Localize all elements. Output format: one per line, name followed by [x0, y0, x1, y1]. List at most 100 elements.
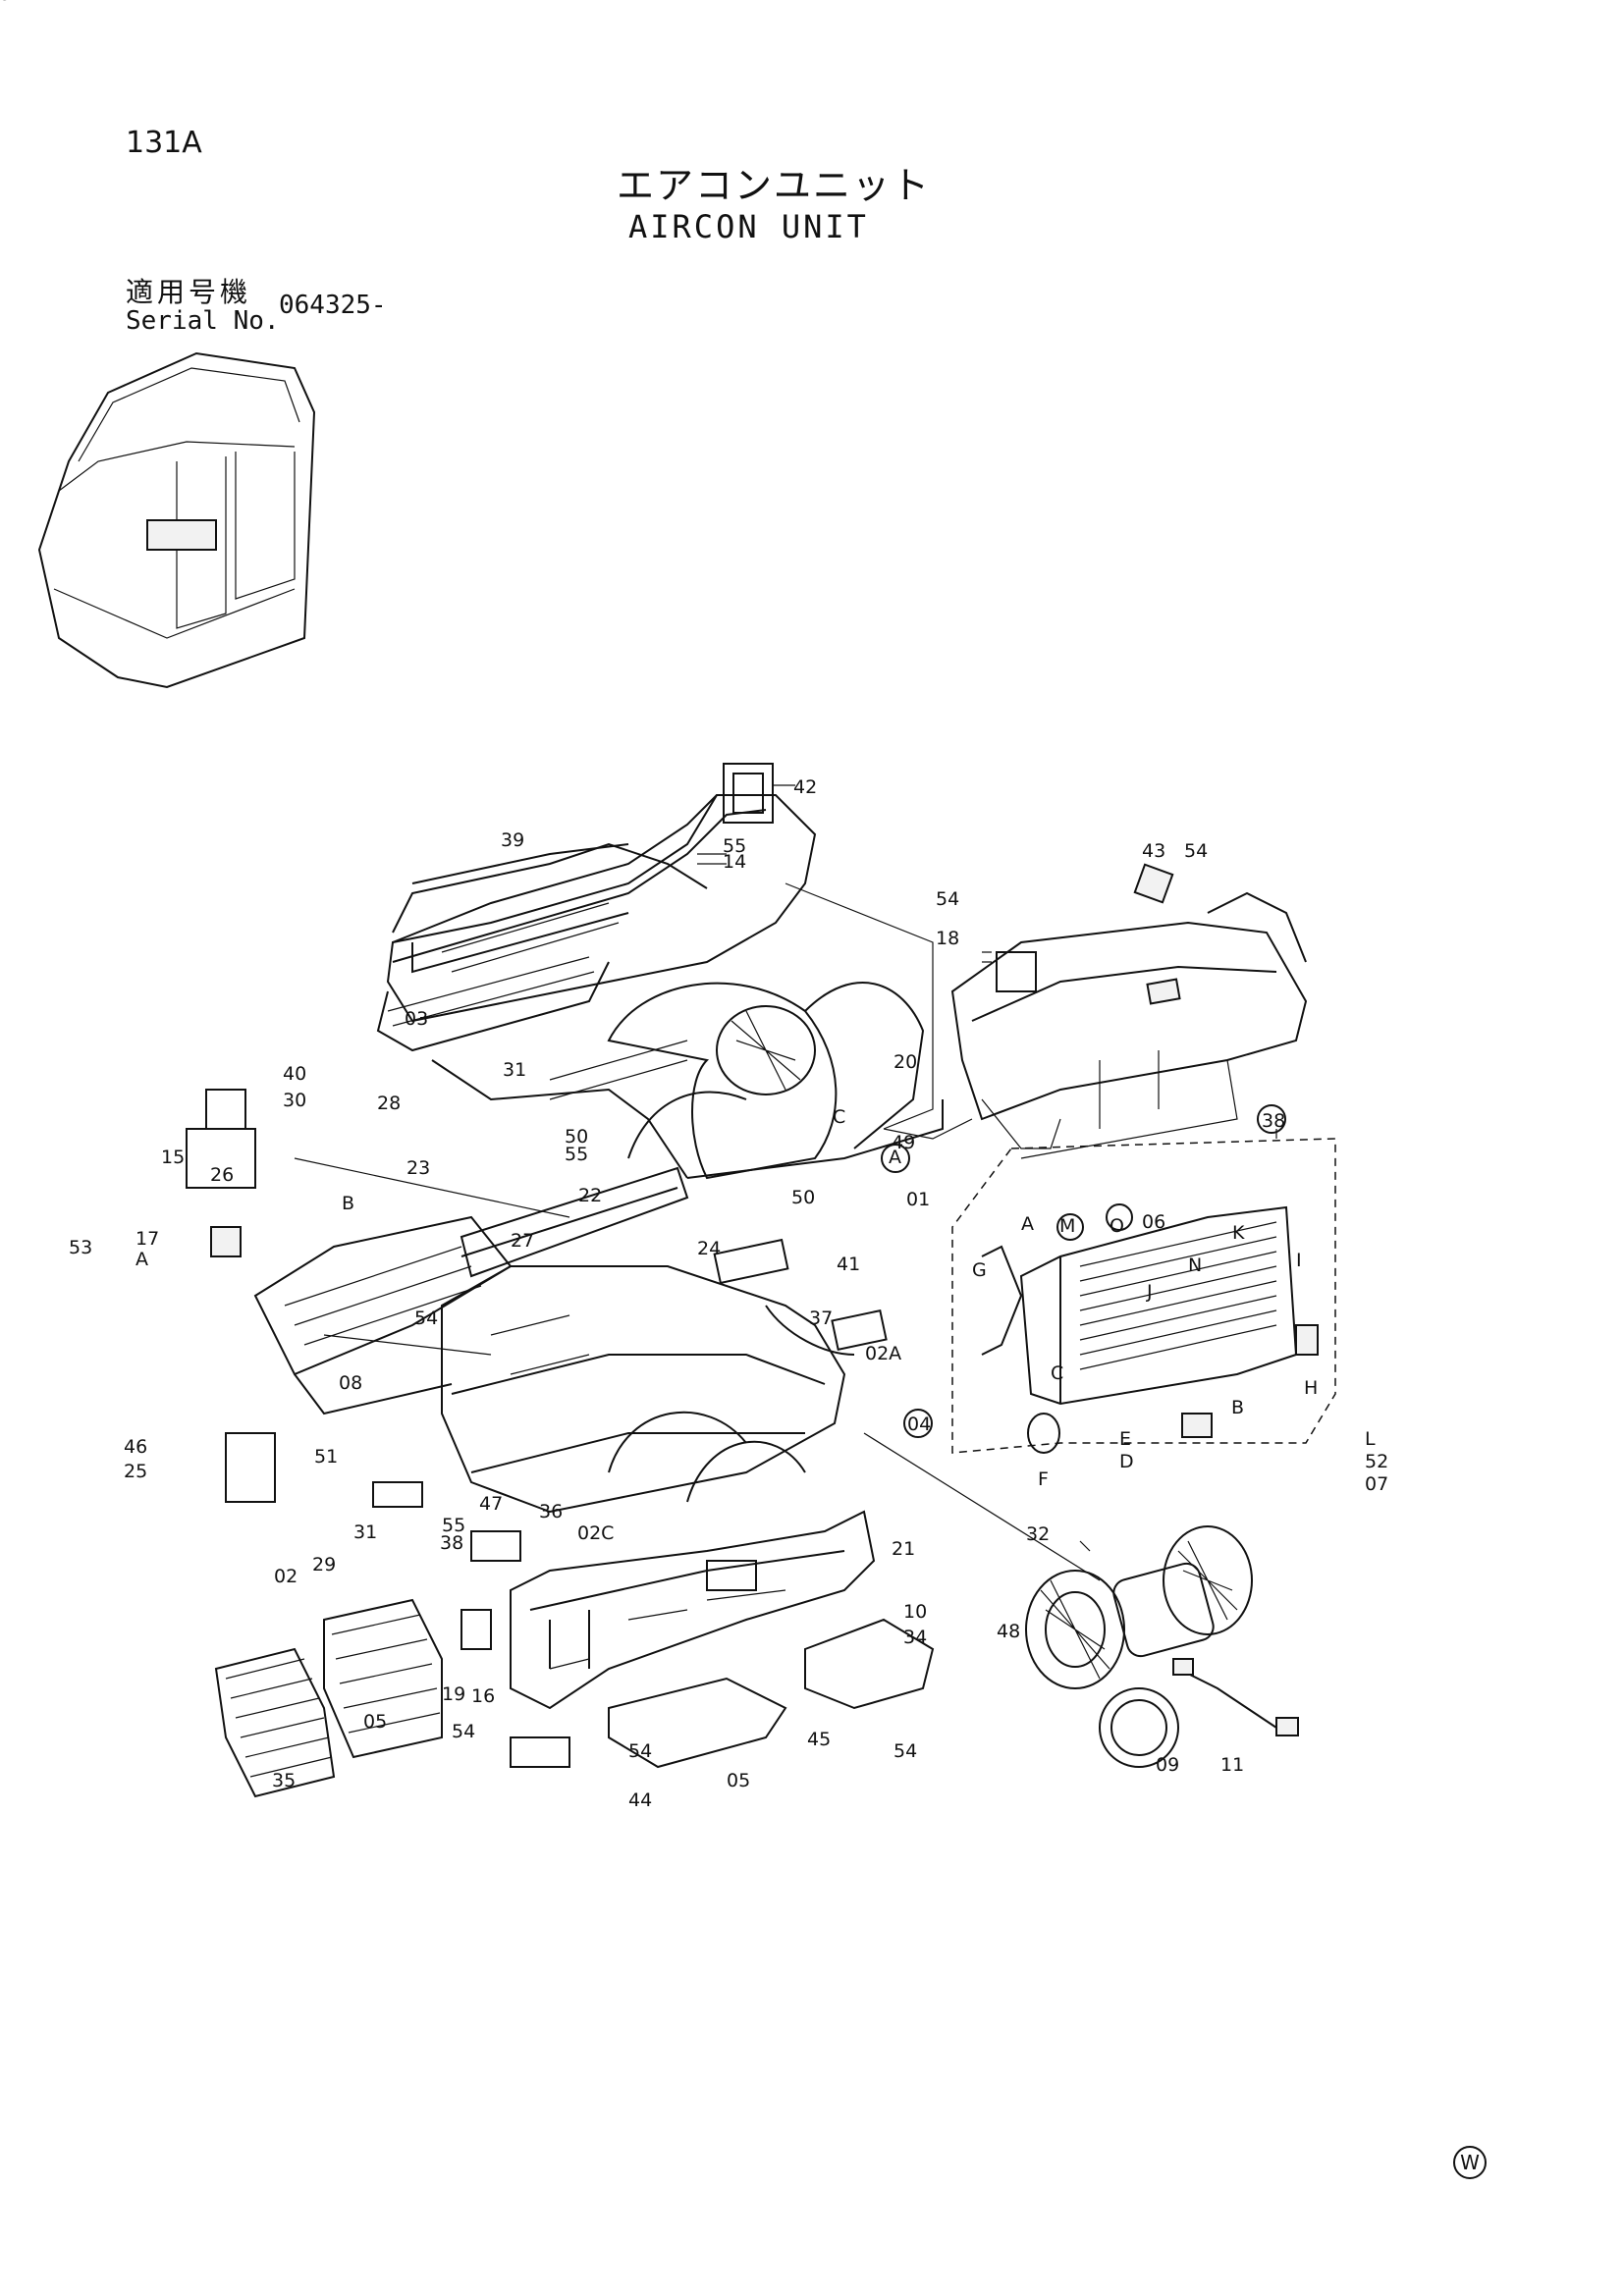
callout-02c-64: 02C — [577, 1522, 614, 1544]
small-parts — [186, 763, 1174, 1768]
callout-21-65: 21 — [892, 1538, 915, 1560]
callout-31-17: 31 — [503, 1059, 526, 1081]
callout-50-29: 50 — [791, 1187, 815, 1208]
callout-25-56: 25 — [124, 1461, 147, 1482]
callout-41-32: 41 — [837, 1254, 860, 1275]
callout-09-72: 09 — [1156, 1754, 1179, 1776]
corner-w-mark: W — [1453, 2146, 1487, 2179]
callout-03-13: 03 — [405, 1008, 428, 1030]
callout-43-4: 43 — [1142, 840, 1165, 862]
callout-52-52: 52 — [1365, 1451, 1388, 1472]
leader-lines — [294, 784, 1277, 1581]
blower-motor — [1025, 1525, 1253, 1768]
callout-36-63: 36 — [539, 1501, 563, 1522]
title-japanese: エアコンユニット — [617, 164, 932, 207]
harness-16 — [1172, 1658, 1299, 1736]
callout-16-74: 16 — [471, 1685, 495, 1707]
callout-34-70: 34 — [903, 1627, 927, 1648]
callout-a-11: A — [889, 1147, 901, 1168]
callout-38-35: 38 — [1262, 1110, 1285, 1132]
callout-35-78: 35 — [272, 1770, 296, 1791]
bottom-housing — [510, 1510, 876, 1710]
panel-27 — [460, 1166, 689, 1278]
bottom-plate — [608, 1618, 935, 1769]
callout-55-1: 55 — [723, 835, 746, 857]
callout-06-36: 06 — [1142, 1211, 1165, 1233]
callout-24-31: 24 — [697, 1238, 721, 1259]
callout-39-3: 39 — [501, 829, 524, 851]
callout-10-69: 10 — [903, 1601, 927, 1623]
callout-18-7: 18 — [936, 928, 959, 949]
callout-55-61: 55 — [442, 1515, 465, 1536]
callout-17-24: 17 — [135, 1228, 159, 1250]
callout-45-81: 45 — [807, 1729, 831, 1750]
callout-26-21: 26 — [210, 1164, 234, 1186]
callout-23-20: 23 — [406, 1157, 430, 1179]
callout-29-58: 29 — [312, 1554, 336, 1575]
callout-n-43: N — [1188, 1255, 1202, 1276]
callout-08-54: 08 — [339, 1372, 362, 1394]
callout-d-49: D — [1119, 1451, 1134, 1472]
callout-27-28: 27 — [511, 1230, 534, 1252]
middle-lower-housing — [441, 1265, 855, 1514]
serial-number-value: 064325- — [279, 291, 387, 320]
upper-housing — [376, 794, 944, 1180]
callout-54-82: 54 — [893, 1740, 917, 1762]
callout-07-53: 07 — [1365, 1473, 1388, 1495]
callout-04-66: 04 — [907, 1414, 931, 1435]
callout-31-59: 31 — [353, 1522, 377, 1543]
callout-38-60: 38 — [440, 1532, 463, 1554]
duct-22 — [253, 1215, 513, 1415]
serial-label-japanese: 適用号機 — [126, 276, 252, 308]
callout-47-62: 47 — [479, 1493, 503, 1515]
callout-53-23: 53 — [69, 1237, 92, 1258]
callout-k-37: K — [1232, 1222, 1245, 1244]
callout-22-27: 22 — [578, 1185, 602, 1206]
callout-32-68: 32 — [1026, 1523, 1050, 1545]
callout-05-79: 05 — [363, 1711, 387, 1733]
callout-02-67: 02 — [274, 1566, 298, 1587]
callout-54-77: 54 — [628, 1740, 652, 1762]
serial-label-english: Serial No. — [126, 306, 280, 336]
heater-core-assembly — [951, 1138, 1336, 1454]
callout-19-75: 19 — [442, 1683, 465, 1705]
callout-20-8: 20 — [893, 1051, 917, 1073]
callout-28-16: 28 — [377, 1093, 401, 1114]
callout-h-46: H — [1304, 1377, 1318, 1399]
callout-54-76: 54 — [452, 1721, 475, 1742]
callout-40-14: 40 — [283, 1063, 306, 1085]
circled-callouts — [881, 1104, 1286, 1438]
cab-thumbnail — [37, 351, 316, 689]
callout-51-57: 51 — [314, 1446, 338, 1468]
callout-42-0: 42 — [793, 776, 817, 798]
callout-55-19: 55 — [565, 1144, 588, 1165]
callout-37-33: 37 — [809, 1308, 833, 1329]
callout-a-25: A — [135, 1249, 148, 1270]
filters — [214, 1598, 443, 1798]
callout-30-15: 30 — [283, 1090, 306, 1111]
title-english: AIRCON UNIT — [628, 208, 869, 245]
callout-05-80: 05 — [727, 1770, 750, 1791]
callout-14-2: 14 — [723, 851, 746, 873]
callout-02a-34: 02A — [865, 1343, 901, 1364]
callout-m-39: M — [1059, 1215, 1075, 1237]
callout-46-55: 46 — [124, 1436, 147, 1458]
callout-49-9: 49 — [892, 1132, 915, 1153]
page-code: 131A — [126, 126, 202, 160]
callout-54-84: 54 — [0, 0, 24, 5]
callout-g-42: G — [972, 1259, 987, 1281]
callout-e-48: E — [1119, 1428, 1131, 1450]
callout-54-30: 54 — [414, 1308, 438, 1329]
callout-c-45: C — [1051, 1362, 1063, 1384]
callout-l-51: L — [1365, 1428, 1376, 1450]
callout-54-6: 54 — [936, 888, 959, 910]
callout-44-83: 44 — [628, 1789, 652, 1811]
callout-b-26: B — [342, 1193, 354, 1214]
callout-54-5: 54 — [1184, 840, 1208, 862]
callout-b-47: B — [1231, 1397, 1244, 1418]
callout-o-40: O — [1110, 1215, 1124, 1237]
callout-c-10: C — [833, 1106, 845, 1128]
callout-15-22: 15 — [161, 1147, 185, 1168]
